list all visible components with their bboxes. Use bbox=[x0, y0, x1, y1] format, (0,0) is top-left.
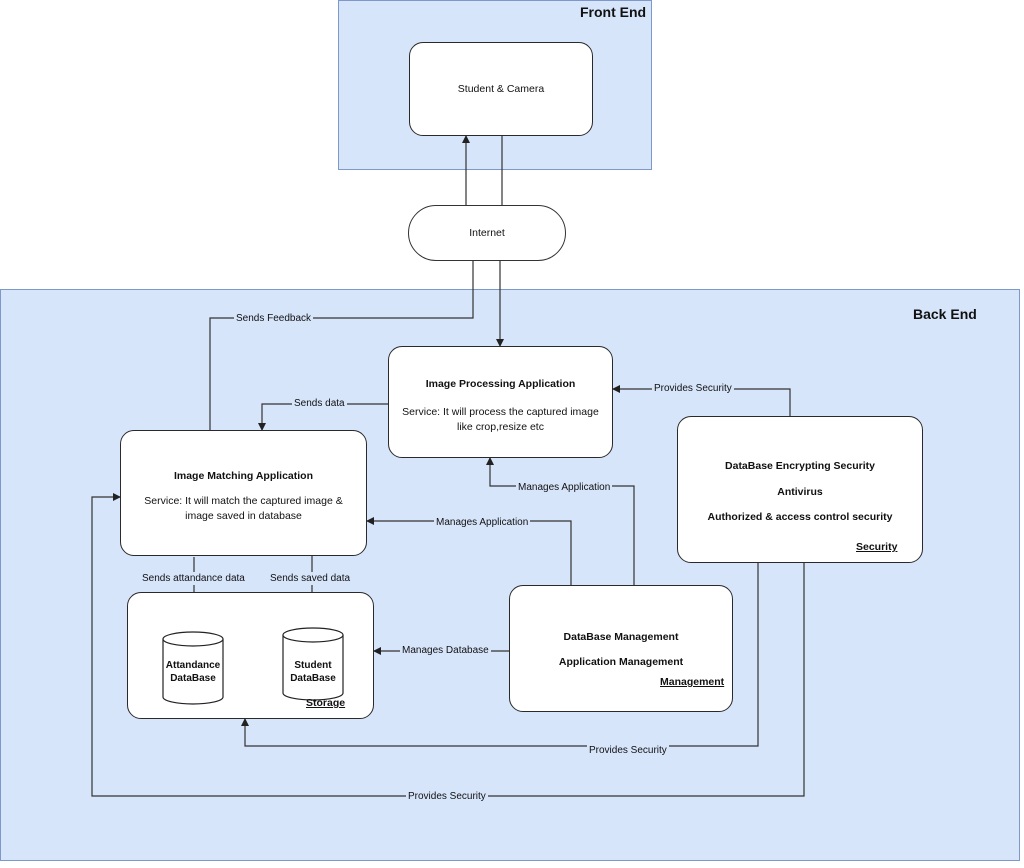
label-sends-data: Sends data bbox=[292, 397, 347, 410]
attendance-database-label: Attandance DataBase bbox=[162, 659, 224, 685]
student-database-line-2: DataBase bbox=[290, 673, 336, 684]
image-matching-desc: Service: It will match the captured imag… bbox=[144, 495, 343, 522]
student-database-label: Student DataBase bbox=[282, 659, 344, 685]
security-line-2: Antivirus bbox=[777, 486, 823, 498]
image-processing-title: Image Processing Application bbox=[425, 378, 576, 390]
student-database-icon bbox=[282, 627, 344, 701]
edge-management-to-matching bbox=[366, 517, 572, 585]
back-end-title: Back End bbox=[913, 306, 977, 322]
student-camera-label: Student & Camera bbox=[457, 83, 545, 95]
edge-sends-data bbox=[258, 403, 389, 431]
image-processing-desc: Service: It will process the captured im… bbox=[402, 406, 599, 433]
management-label: Management bbox=[660, 676, 725, 688]
attendance-database-line-2: DataBase bbox=[170, 673, 216, 684]
management-node: DataBase Management Application Manageme… bbox=[509, 585, 733, 712]
label-sends-attendance: Sends attandance data bbox=[140, 572, 247, 585]
label-sends-feedback: Sends Feedback bbox=[234, 312, 314, 325]
front-end-title: Front End bbox=[580, 4, 647, 20]
management-line-2: Application Management bbox=[558, 656, 684, 668]
student-database-line-1: Student bbox=[294, 660, 332, 671]
security-node: DataBase Encrypting Security Antivirus A… bbox=[677, 416, 923, 563]
label-provides-security-processing: Provides Security bbox=[652, 382, 734, 395]
internet-label: Internet bbox=[469, 227, 505, 239]
label-provides-security-storage: Provides Security bbox=[587, 744, 669, 757]
label-manages-application-processing: Manages Application bbox=[516, 481, 613, 494]
storage-node: Attandance DataBase Student DataBase Sto… bbox=[127, 592, 374, 719]
image-processing-node: Image Processing Application Service: It… bbox=[388, 346, 613, 458]
storage-label: Storage bbox=[306, 697, 346, 709]
label-sends-saved: Sends saved data bbox=[268, 572, 353, 585]
attendance-database-icon bbox=[162, 631, 224, 705]
label-provides-security-matching: Provides Security bbox=[406, 790, 488, 803]
student-camera-node: Student & Camera bbox=[409, 42, 593, 136]
management-line-1: DataBase Management bbox=[563, 631, 679, 643]
image-matching-node: Image Matching Application Service: It w… bbox=[120, 430, 367, 556]
security-label: Security bbox=[856, 541, 898, 553]
edge-security-to-matching bbox=[91, 493, 805, 797]
security-line-3: Authorized & access control security bbox=[707, 511, 893, 523]
attendance-database-line-1: Attandance bbox=[165, 660, 221, 671]
edge-security-to-storage bbox=[241, 563, 759, 747]
label-manages-database: Manages Database bbox=[400, 644, 491, 657]
label-manages-application-matching: Manages Application bbox=[434, 516, 531, 529]
edge-sends-feedback bbox=[209, 261, 474, 431]
image-matching-title: Image Matching Application bbox=[173, 470, 314, 482]
security-line-1: DataBase Encrypting Security bbox=[725, 460, 875, 472]
internet-node: Internet bbox=[408, 205, 566, 261]
